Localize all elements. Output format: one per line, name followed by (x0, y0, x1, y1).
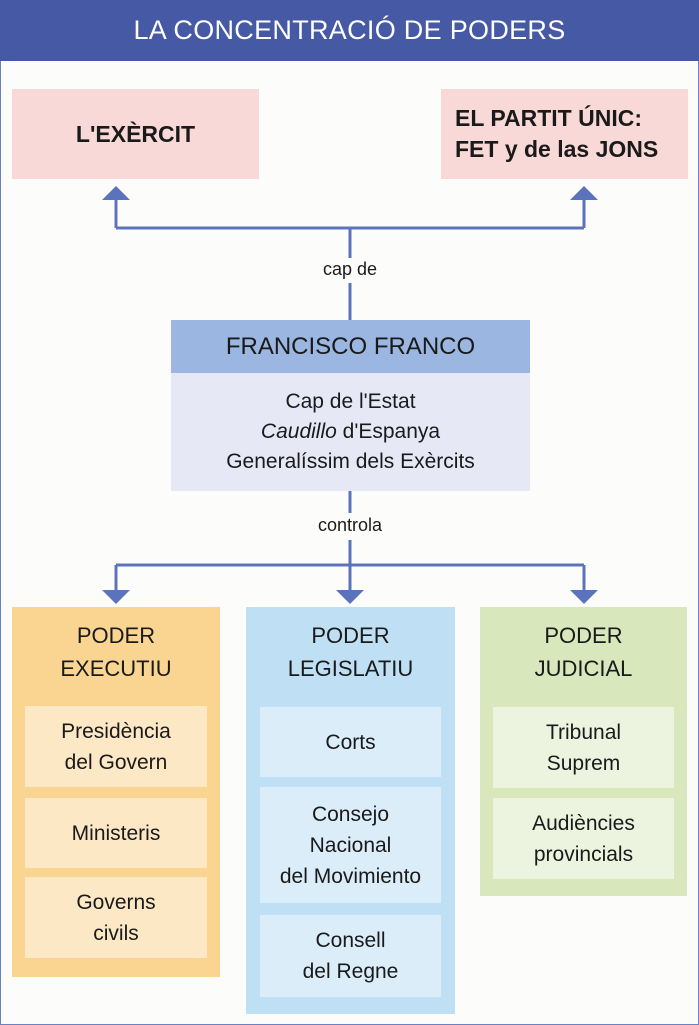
party-label-line1: EL PARTIT ÚNIC: (455, 105, 642, 131)
executive-title-line1: PODER (76, 623, 156, 648)
item-line: Presidència (61, 719, 171, 743)
item-line: Nacional (309, 833, 392, 857)
legislative-title-line2: LEGISLATIU (287, 656, 414, 681)
item-line: Consejo (311, 802, 390, 826)
item-line: Tribunal (545, 720, 622, 744)
item-line: provincials (533, 842, 634, 866)
caudillo-italic: Caudillo (260, 420, 337, 443)
executive-power-column: PODER EXECUTIU Presidència del Govern Min… (12, 607, 220, 977)
legislative-power-title: PODER LEGISLATIU (246, 607, 455, 685)
item-line: Audiències (532, 811, 635, 835)
executive-item-governs-civils: Governs civils (25, 877, 207, 958)
franco-role-generalissimo: Generalíssim dels Exèrcits (226, 450, 475, 473)
legislative-item-consell-regne: Consell del Regne (260, 915, 441, 997)
controls-label: controla (313, 515, 387, 536)
item-line: civils (93, 921, 139, 945)
party-box: EL PARTIT ÚNIC: FET y de las JONS (441, 89, 688, 179)
item-line: Consell (315, 929, 386, 952)
item-line: del Regne (302, 960, 399, 983)
legislative-item-corts: Corts (260, 707, 441, 777)
arrow-down-legislative-icon (336, 590, 364, 604)
title-text: LA CONCENTRACIÓ DE PODERS (133, 15, 566, 45)
item-line: Governs (76, 890, 156, 914)
arrow-down-judicial-icon (570, 590, 598, 604)
arrow-up-army-icon (102, 186, 130, 200)
item-line: Suprem (546, 751, 621, 775)
legislative-title-line1: PODER (311, 623, 390, 648)
executive-title-line2: EXECUTIU (60, 656, 172, 681)
judicial-item-audiencies: Audiències provincials (493, 798, 674, 879)
item-line: Ministeris (71, 821, 161, 845)
item-line: del Govern (64, 750, 168, 774)
franco-role-head-of-state: Cap de l'Estat (285, 390, 416, 413)
judicial-power-title: PODER JUDICIAL (480, 607, 687, 685)
franco-name-box: FRANCISCO FRANCO (171, 320, 530, 373)
item-line: Corts (325, 730, 376, 754)
executive-power-title: PODER EXECUTIU (12, 607, 220, 685)
army-box: L'EXÈRCIT (12, 89, 259, 179)
judicial-title-line2: JUDICIAL (534, 656, 633, 681)
item-line: del Movimiento (279, 864, 422, 888)
party-label-line2: FET y de las JONS (455, 136, 659, 162)
judicial-title-line1: PODER (544, 623, 623, 648)
army-label: L'EXÈRCIT (75, 120, 196, 147)
arrow-up-party-icon (570, 186, 598, 200)
diagram-title: LA CONCENTRACIÓ DE PODERS (0, 0, 699, 61)
arrow-down-executive-icon (102, 590, 130, 604)
executive-item-ministeris: Ministeris (25, 798, 207, 868)
executive-item-presidencia: Presidència del Govern (25, 706, 207, 787)
franco-name: FRANCISCO FRANCO (225, 332, 476, 360)
franco-roles-box: Cap de l'Estat Caudillo d'Espanya Genera… (171, 373, 530, 491)
caudillo-rest: d'Espanya (336, 420, 441, 443)
head-of-label: cap de (318, 259, 382, 280)
franco-role-caudillo: Caudillo d'Espanya (261, 417, 440, 447)
